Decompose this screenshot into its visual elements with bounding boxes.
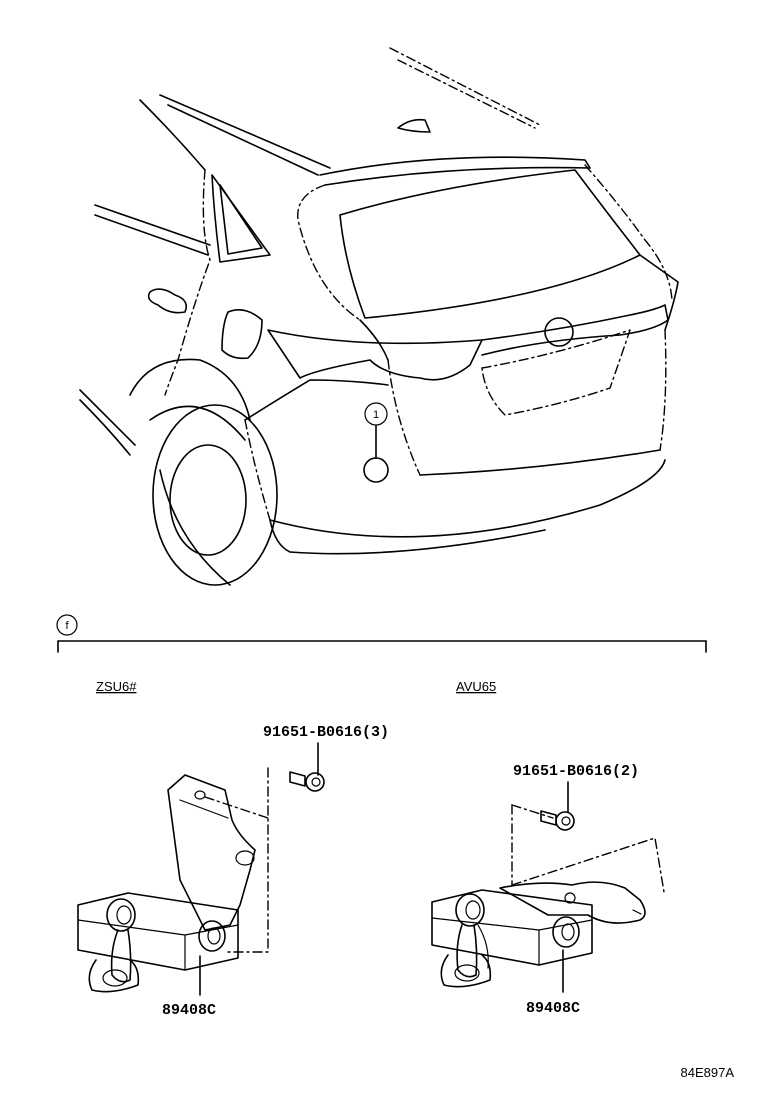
- right-variant: AVU65 91651-B0616(2): [431, 679, 665, 1017]
- right-sensor-part-number: 89408C: [526, 1000, 580, 1017]
- section-bracket: f: [56, 614, 707, 653]
- left-bolt-icon: [289, 771, 325, 792]
- car-rear-illustration: 1: [79, 47, 679, 586]
- left-model-label: ZSU6#: [96, 679, 137, 694]
- left-variant: ZSU6# 91651-B0616(3): [77, 679, 389, 1019]
- right-model-label: AVU65: [456, 679, 496, 694]
- right-bolt-part-number: 91651-B0616(2): [513, 763, 639, 780]
- left-sensor-assembly-icon: [77, 774, 256, 993]
- callout-number: 1: [373, 409, 379, 421]
- right-bolt-icon: [540, 810, 575, 831]
- left-sensor-part-number: 89408C: [162, 1002, 216, 1019]
- left-bolt-part-number: 91651-B0616(3): [263, 724, 389, 741]
- section-marker: f: [65, 620, 69, 632]
- diagram-code: 84E897A: [681, 1065, 735, 1080]
- right-sensor-assembly-icon: [431, 881, 646, 988]
